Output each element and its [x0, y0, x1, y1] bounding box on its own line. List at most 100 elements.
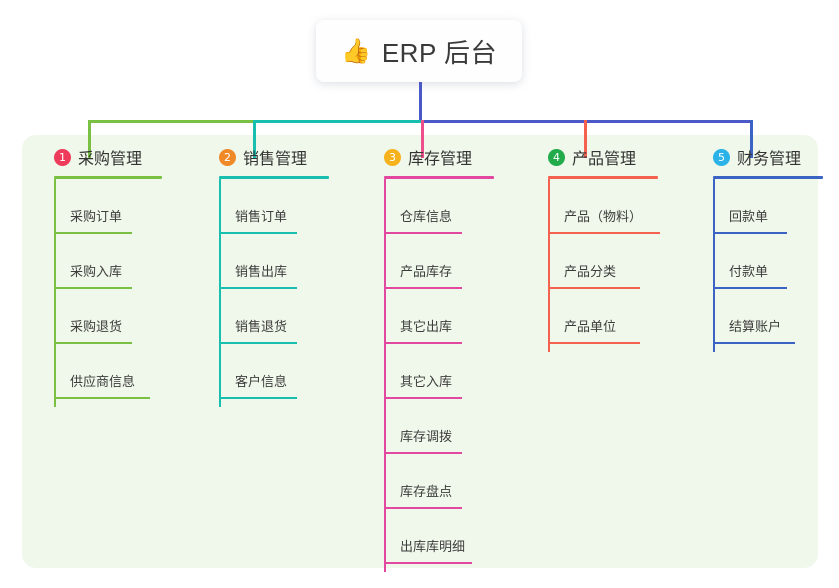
branch-item[interactable]: 客户信息: [203, 344, 329, 399]
branch-underline-2: [219, 176, 329, 179]
branch-item-label: 结算账户: [729, 319, 782, 334]
connector-drop-采购管理: [88, 120, 91, 158]
branch-item[interactable]: 库存盘点: [368, 454, 494, 509]
branch-item-underline: [219, 232, 297, 234]
branches-panel: [22, 135, 818, 568]
branch-item-underline: [384, 452, 462, 454]
branch-item-label: 销售退货: [235, 319, 288, 334]
branch-column-5: 5 财务管理回款单付款单结算账户: [697, 144, 823, 352]
branch-item[interactable]: 其它出库: [368, 289, 494, 344]
branch-item[interactable]: 销售出库: [203, 234, 329, 289]
branch-item[interactable]: 产品库存: [368, 234, 494, 289]
branch-item[interactable]: 出库库明细: [368, 509, 494, 564]
branch-header-1[interactable]: 1 采购管理: [38, 144, 162, 170]
branch-item-label: 仓库信息: [400, 209, 453, 224]
branch-item-label: 其它出库: [400, 319, 453, 334]
branch-item[interactable]: 结算账户: [697, 289, 823, 344]
branch-item-underline: [54, 397, 150, 399]
branch-spine-2: [219, 179, 221, 407]
branch-item-underline: [219, 287, 297, 289]
branch-item-underline: [54, 287, 132, 289]
branch-item[interactable]: 库存调拨: [368, 399, 494, 454]
branch-item[interactable]: 回款单: [697, 179, 823, 234]
branch-item-label: 销售出库: [235, 264, 288, 279]
branch-header-3[interactable]: 3 库存管理: [368, 144, 494, 170]
branch-spine-3: [384, 179, 386, 572]
branch-badge-1: 1: [54, 148, 71, 166]
branch-item-label: 客户信息: [235, 374, 288, 389]
branch-item[interactable]: 仓库信息: [368, 179, 494, 234]
branch-item[interactable]: 采购订单: [38, 179, 162, 234]
branch-item[interactable]: 销售订单: [203, 179, 329, 234]
branch-item[interactable]: 产品单位: [532, 289, 658, 344]
branch-item-label: 供应商信息: [70, 374, 136, 389]
branch-items-1: 采购订单采购入库采购退货供应商信息: [38, 179, 162, 399]
branch-item-underline: [219, 342, 297, 344]
branch-column-1: 1 采购管理采购订单采购入库采购退货供应商信息: [38, 144, 162, 407]
branch-item-label: 产品（物料）: [564, 209, 643, 224]
connector-bar-blue: [421, 120, 753, 123]
branch-item-label: 库存调拨: [400, 429, 453, 444]
branch-item-underline: [384, 342, 462, 344]
branch-item-label: 采购订单: [70, 209, 123, 224]
branch-item-label: 销售订单: [235, 209, 288, 224]
connector-bar-teal: [253, 120, 423, 123]
connector-drop-产品管理: [584, 120, 587, 158]
branch-underline-3: [384, 176, 494, 179]
branch-item-label: 采购退货: [70, 319, 123, 334]
branch-column-3: 3 库存管理仓库信息产品库存其它出库其它入库库存调拨库存盘点出库库明细: [368, 144, 494, 572]
branch-item-label: 付款单: [729, 264, 769, 279]
branch-item[interactable]: 其它入库: [368, 344, 494, 399]
branch-item[interactable]: 销售退货: [203, 289, 329, 344]
branch-badge-3: 3: [384, 148, 401, 166]
branch-item-underline: [54, 342, 132, 344]
branch-spine-4: [548, 179, 550, 352]
branch-item-label: 库存盘点: [400, 484, 453, 499]
branch-item[interactable]: 产品（物料）: [532, 179, 660, 234]
root-title: ERP 后台: [381, 37, 498, 68]
branch-items-3: 仓库信息产品库存其它出库其它入库库存调拨库存盘点出库库明细: [368, 179, 494, 564]
root-stem: [419, 82, 422, 123]
branch-item-label: 产品单位: [564, 319, 617, 334]
branch-item-underline: [713, 342, 795, 344]
branch-item-underline: [384, 232, 462, 234]
branch-item[interactable]: 供应商信息: [38, 344, 162, 399]
branch-item[interactable]: 产品分类: [532, 234, 658, 289]
branch-header-5[interactable]: 5 财务管理: [697, 144, 823, 170]
branch-column-4: 4 产品管理产品（物料） 产品分类产品单位: [532, 144, 660, 352]
branch-item-label: 产品分类: [564, 264, 617, 279]
branch-title-5: 财务管理: [737, 151, 802, 168]
branch-item-underline: [713, 232, 787, 234]
branch-item[interactable]: 采购退货: [38, 289, 162, 344]
root-node[interactable]: 👍 ERP 后台: [316, 20, 522, 82]
branch-items-2: 销售订单销售出库销售退货客户信息: [203, 179, 329, 399]
branch-items-4: 产品（物料） 产品分类产品单位: [532, 179, 660, 344]
branch-item-underline: [384, 287, 462, 289]
thumbs-up-icon: 👍: [340, 37, 371, 65]
branch-item-underline: [384, 562, 472, 564]
branch-item[interactable]: 采购入库: [38, 234, 162, 289]
branch-item-underline: [54, 232, 132, 234]
branch-badge-5: 5: [713, 148, 730, 166]
branch-header-4[interactable]: 4 产品管理: [532, 144, 658, 170]
branch-title-1: 采购管理: [78, 151, 143, 168]
branch-title-4: 产品管理: [572, 151, 637, 168]
branch-underline-5: [713, 176, 823, 179]
branch-item-label: 出库库明细: [400, 539, 466, 554]
branch-title-2: 销售管理: [243, 151, 308, 168]
branch-items-5: 回款单付款单结算账户: [697, 179, 823, 344]
branch-item[interactable]: 付款单: [697, 234, 823, 289]
branch-item-underline: [384, 507, 462, 509]
connector-drop-财务管理: [750, 120, 753, 158]
branch-badge-4: 4: [548, 148, 565, 166]
branch-item-label: 回款单: [729, 209, 769, 224]
branch-underline-4: [548, 176, 658, 179]
connector-drop-销售管理: [253, 120, 256, 158]
branch-title-3: 库存管理: [408, 151, 473, 168]
branch-item-label: 其它入库: [400, 374, 453, 389]
branch-item-underline: [713, 287, 787, 289]
branch-item-underline: [219, 397, 297, 399]
branch-spine-1: [54, 179, 56, 407]
